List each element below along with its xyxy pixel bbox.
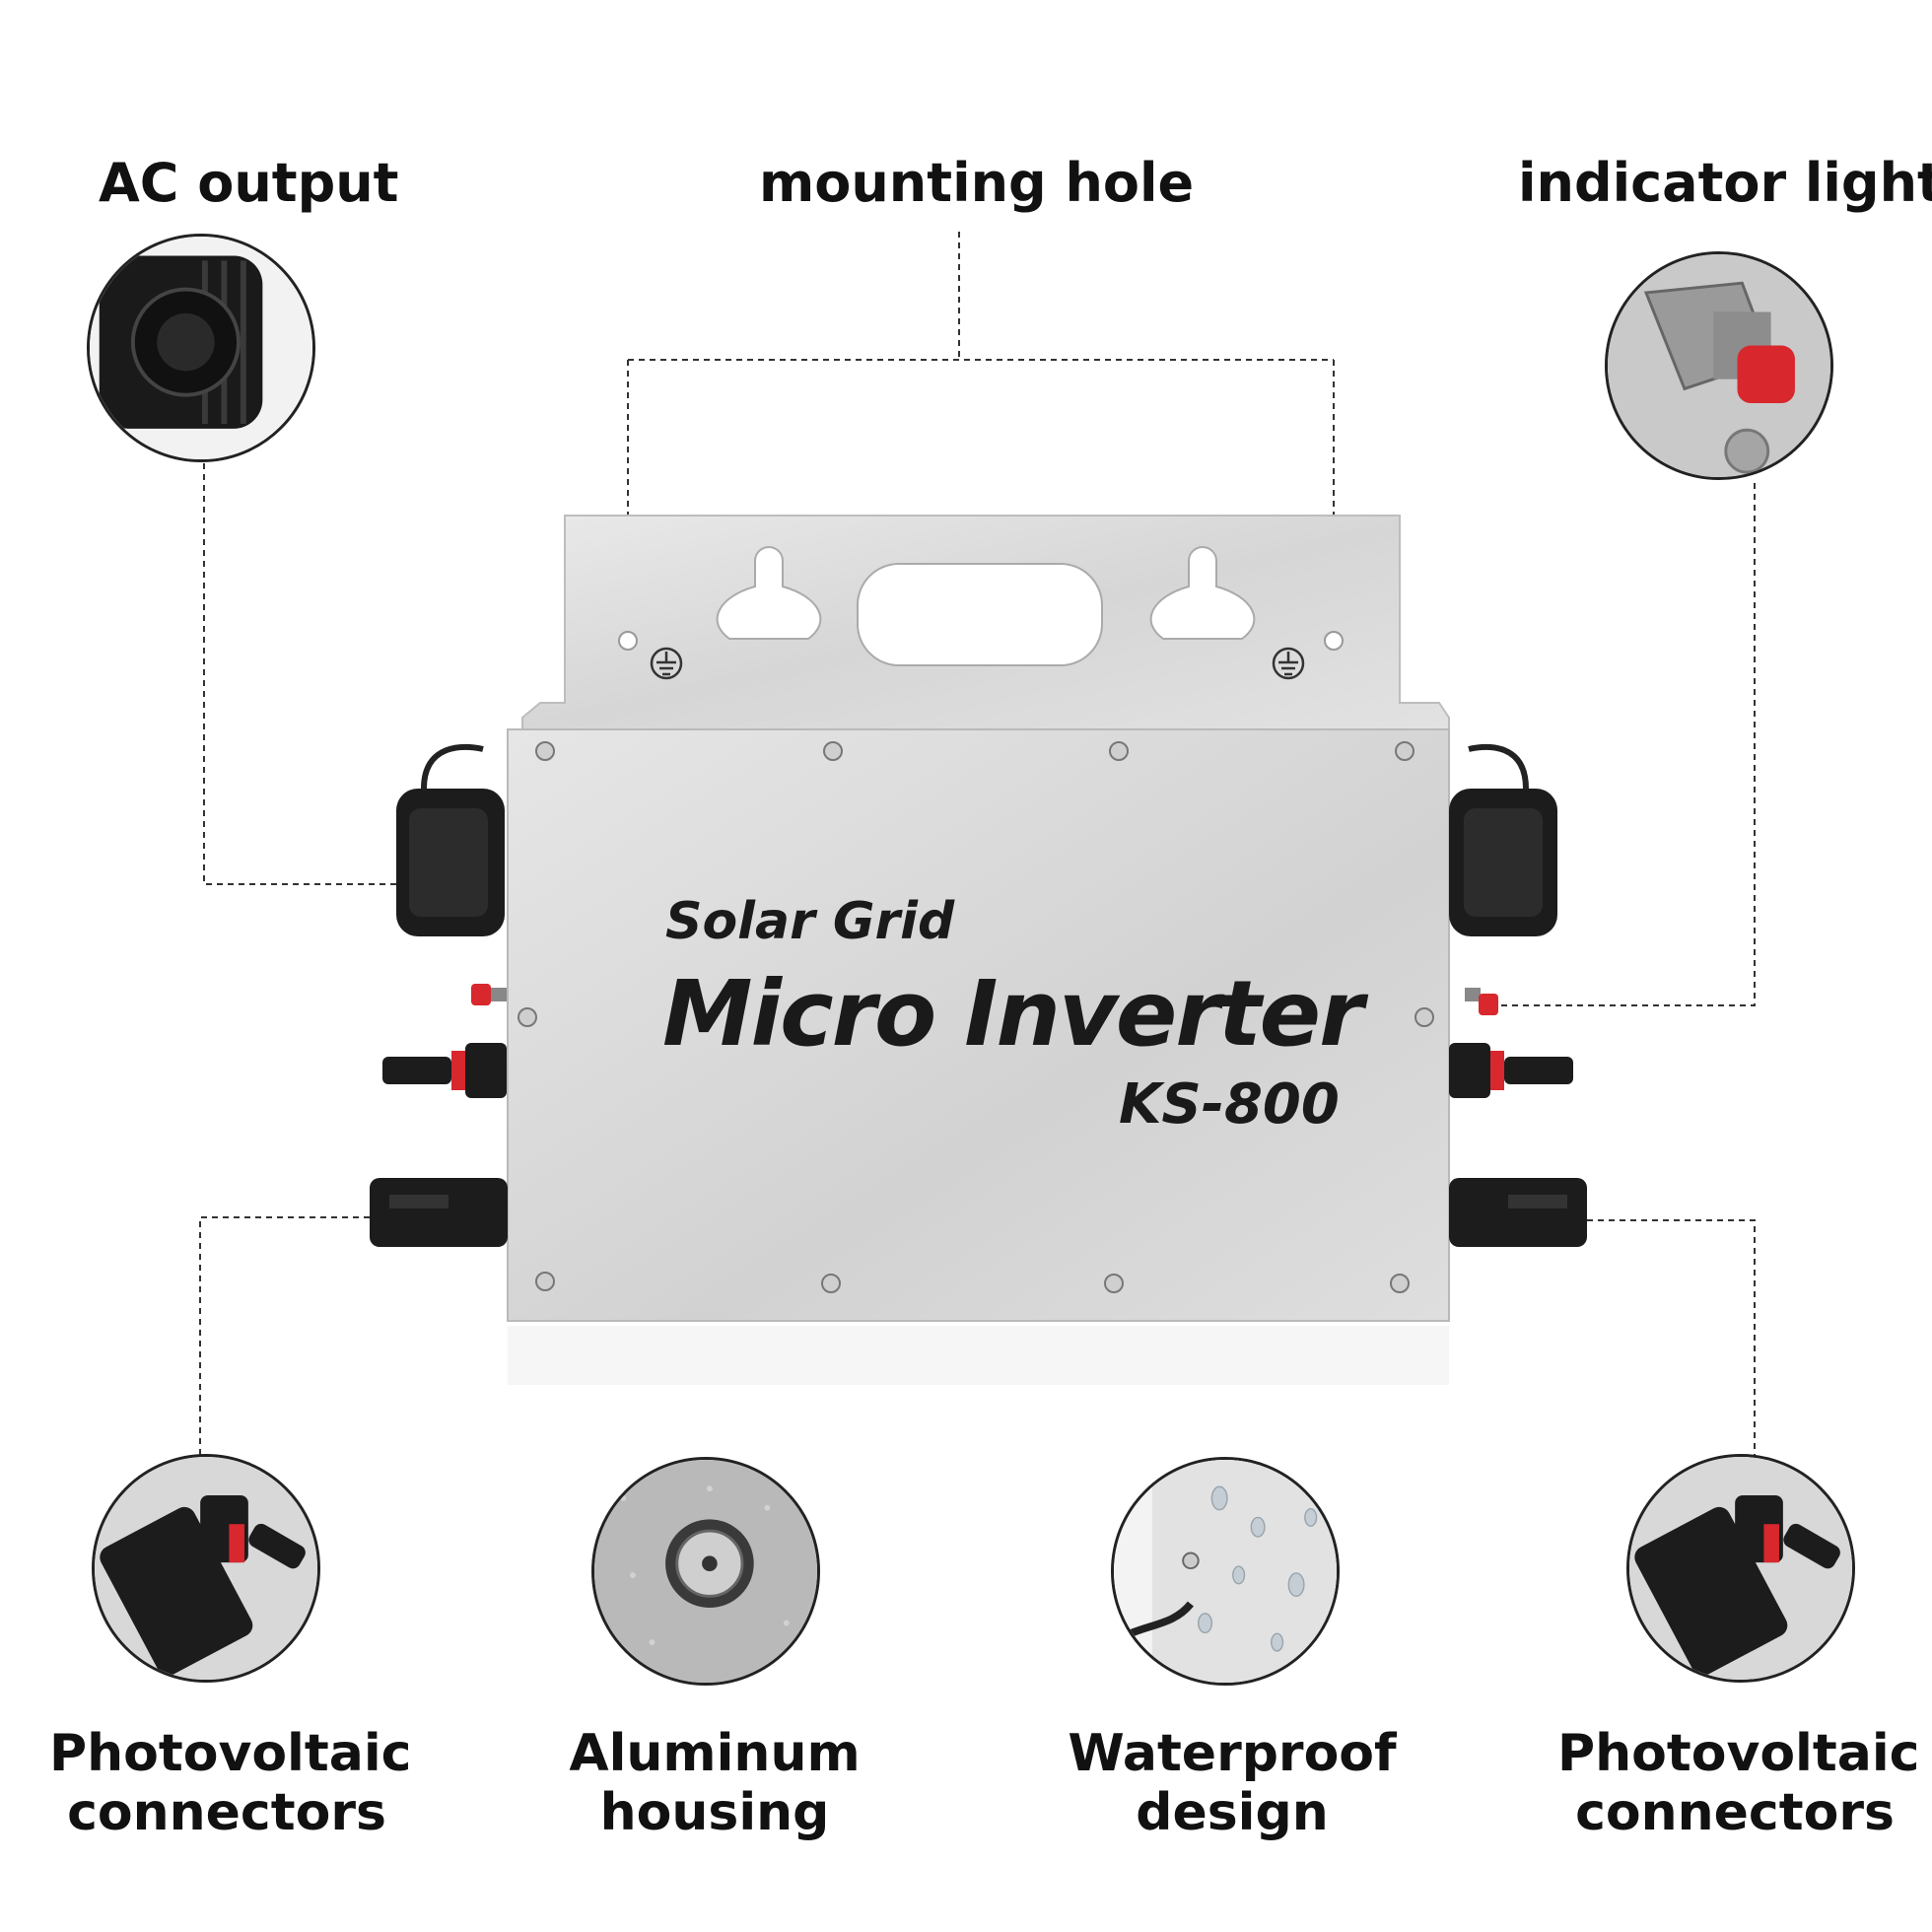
feature-line1: Photovoltaic — [1557, 1724, 1920, 1783]
indicator-light-detail — [1605, 251, 1833, 480]
pv-connector-right-male — [1449, 1043, 1573, 1098]
waterproof-design-detail — [1111, 1457, 1340, 1686]
mounting-hole-right — [1324, 631, 1344, 651]
inverter-housing — [507, 728, 1450, 1322]
device-subtitle: Solar Grid — [665, 892, 955, 951]
pv-connectors-detail-left — [92, 1454, 320, 1683]
feature-line1: Photovoltaic — [49, 1724, 412, 1783]
feature-label-aluminum: Aluminum housing — [552, 1724, 877, 1843]
handle-opening — [857, 563, 1103, 666]
indicator-light-right — [1465, 988, 1498, 1015]
feature-line1: Aluminum — [569, 1724, 861, 1783]
pv-connector-left-male — [382, 1043, 507, 1098]
pv-connectors-detail-right — [1626, 1454, 1855, 1683]
device-model: KS-800 — [1119, 1072, 1340, 1137]
pv-connector-left-female — [370, 1178, 508, 1247]
ground-symbol-icon — [1272, 647, 1305, 680]
feature-label-pv-right: Photovoltaic connectors — [1557, 1724, 1920, 1843]
housing-screws — [518, 741, 1434, 1293]
feature-line1: Waterproof — [1068, 1724, 1397, 1783]
ac-output-detail — [87, 234, 315, 462]
mounting-hole-label: mounting hole — [759, 152, 1195, 214]
ground-symbol-icon — [650, 647, 683, 680]
feature-line2: connectors — [67, 1782, 386, 1842]
feature-line2: housing — [599, 1782, 830, 1842]
device-title: Micro Inverter — [662, 961, 1363, 1067]
feature-line2: connectors — [1575, 1782, 1895, 1842]
ac-connector-left — [396, 743, 505, 936]
keyhole-slot-left — [716, 545, 822, 640]
feature-label-waterproof: Waterproof design — [1065, 1724, 1400, 1843]
ac-output-label: AC output — [99, 152, 399, 214]
aluminum-housing-detail — [591, 1457, 820, 1686]
pv-connector-right-female — [1449, 1178, 1587, 1247]
feature-label-pv-left: Photovoltaic connectors — [49, 1724, 412, 1843]
keyhole-slot-right — [1149, 545, 1256, 640]
mounting-hole-left — [618, 631, 638, 651]
ac-connector-right — [1449, 743, 1557, 936]
indicator-light-left — [471, 984, 507, 1005]
feature-line2: design — [1136, 1782, 1329, 1842]
indicator-light-label: indicator light — [1518, 152, 1932, 214]
